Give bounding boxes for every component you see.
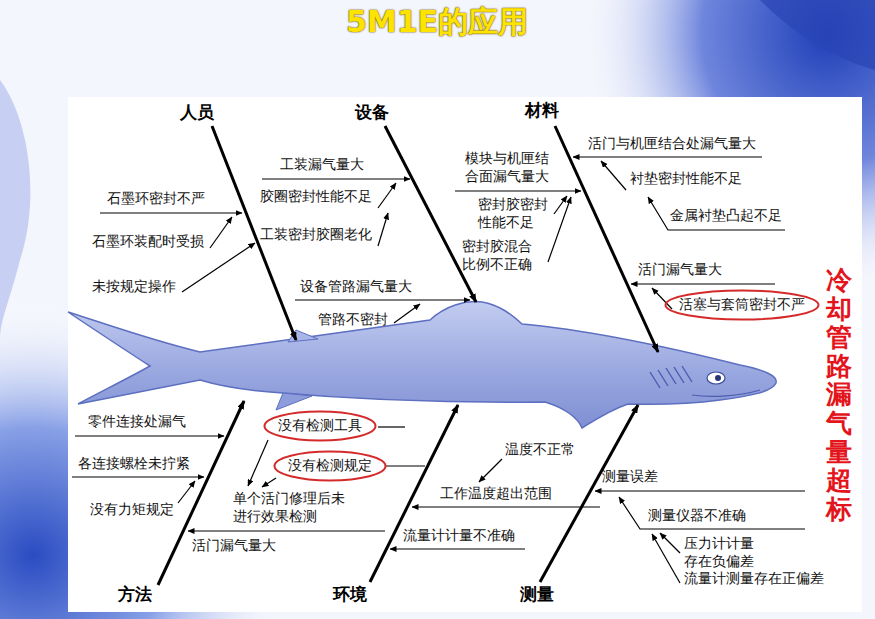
category-label: 环境 — [333, 583, 367, 605]
cause-text: 温度不正常 — [505, 441, 575, 459]
cause-text: 没有检测规定 — [288, 457, 372, 475]
cause-text: 石墨环密封不严 — [107, 190, 205, 208]
ellipse-shape — [666, 291, 819, 320]
problem-label: 冷却管路漏气量超标 — [826, 266, 852, 523]
cause-text: 没有检测工具 — [278, 417, 362, 435]
ellipse-shape — [275, 452, 386, 481]
category-label: 测量 — [520, 583, 554, 605]
main-bone — [158, 126, 658, 585]
cause-text: 衬垫密封性能不足 — [630, 170, 742, 188]
cause-text: 活塞与套筒密封不严 — [679, 296, 805, 314]
cause-text: 流量计计量不准确 — [403, 527, 515, 545]
blue-splash — [760, 0, 875, 70]
cause-text: 压力计计量 存在负偏差 — [684, 535, 764, 570]
cause-line — [72, 157, 805, 583]
cause-text: 测量仪器不准确 — [648, 507, 746, 525]
shark-pupil — [715, 375, 721, 381]
cause-text: 金属衬垫凸起不足 — [670, 207, 782, 225]
cause-text: 胶圈密封性能不足 — [260, 188, 372, 206]
shark-mouth — [692, 390, 760, 396]
cause-text: 模块与机匣结 合面漏气量大 — [465, 150, 557, 185]
shark-body — [68, 302, 776, 428]
page-title: 5M1E的应用 — [346, 2, 528, 41]
cause-text: 活门漏气量大 — [638, 261, 722, 279]
cause-text: 设备管路漏气量大 — [300, 278, 412, 296]
cause-text: 工作温度超出范围 — [440, 485, 552, 503]
shark-fin — [276, 393, 312, 410]
cause-text: 石墨环装配时受损 — [92, 233, 204, 251]
category-label: 材料 — [525, 99, 559, 121]
cause-text: 密封胶混合 比例不正确 — [462, 238, 540, 273]
cause-text: 未按规定操作 — [92, 278, 176, 296]
category-label: 设备 — [355, 101, 389, 123]
circled-cause: 没有检测工具 — [263, 410, 377, 442]
cause-text: 零件连接处漏气 — [88, 413, 186, 431]
cause-text: 没有力矩规定 — [90, 501, 174, 519]
shark-eye — [707, 372, 725, 384]
cause-text: 工装密封胶圈老化 — [260, 226, 372, 244]
cause-text: 活门与机匣结合处漏气量大 — [588, 135, 756, 153]
ellipse-shape — [265, 412, 376, 441]
diagram-panel — [68, 97, 862, 612]
cause-text: 测量误差 — [602, 468, 658, 486]
cause-text: 活门漏气量大 — [192, 537, 276, 555]
circled-cause: 没有检测规定 — [273, 450, 387, 482]
cause-text: 密封胶密封 性能不足 — [478, 196, 556, 231]
category-label: 人员 — [180, 101, 214, 123]
circled-cause: 活塞与套筒密封不严 — [664, 289, 820, 321]
cause-text: 单个活门修理后未 进行效果检测 — [233, 490, 353, 525]
blue-splash — [0, 80, 30, 340]
cause-text: 各连接螺栓未拧紧 — [78, 455, 190, 473]
category-label: 方法 — [118, 583, 152, 605]
shark-gills — [650, 366, 692, 388]
cause-text: 管路不密封 — [318, 311, 388, 329]
cause-text: 流量计测量存在正偏差 — [684, 570, 824, 588]
cause-text: 工装漏气量大 — [280, 156, 364, 174]
